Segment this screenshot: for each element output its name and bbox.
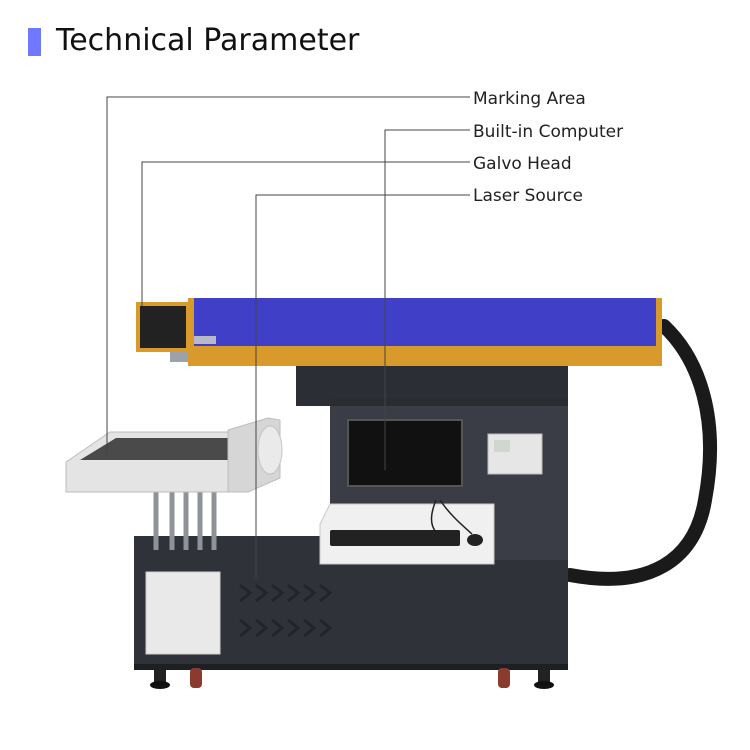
table-support-rods — [153, 490, 217, 550]
side-door-panel — [145, 571, 221, 655]
nameplate — [194, 336, 216, 344]
page-title: Technical Parameter — [56, 23, 360, 58]
callout-marking-area: Marking Area — [473, 89, 586, 109]
mouse — [467, 534, 483, 546]
keyboard — [330, 530, 460, 546]
built-in-computer-monitor — [347, 419, 463, 487]
casters — [150, 668, 554, 689]
vent-chevrons — [239, 583, 333, 638]
callout-galvo-head: Galvo Head — [473, 154, 572, 174]
callout-lines — [106, 96, 470, 578]
callout-laser-source: Laser Source — [473, 186, 583, 206]
title-accent-bar — [28, 28, 41, 56]
callout-built-in-computer: Built-in Computer — [473, 122, 624, 142]
cable-hose — [563, 319, 718, 586]
